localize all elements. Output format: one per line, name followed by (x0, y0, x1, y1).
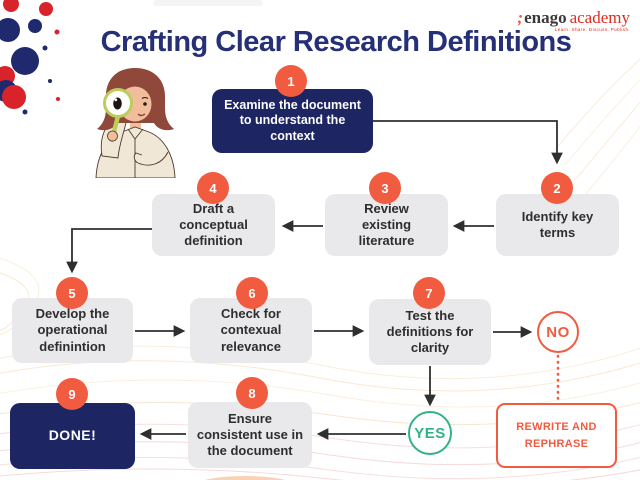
logo-tagline: Learn. Share. Discuss. Publish. (554, 27, 630, 32)
step-1-badge: 1 (275, 65, 307, 97)
decorative-dots (0, 0, 60, 115)
logo-suffix-text: academy (569, 8, 630, 27)
step-3-badge: 3 (369, 172, 401, 204)
step-3-box: Review existing literature (325, 194, 448, 256)
no-decision-node: NO (537, 311, 579, 353)
step-9-badge: 9 (56, 378, 88, 410)
page-title: Crafting Clear Research Definitions (100, 26, 572, 58)
step-1-box: Examine the document to understand the c… (212, 89, 373, 153)
step-8-badge: 8 (236, 377, 268, 409)
step-4-badge: 4 (197, 172, 229, 204)
step-5-badge: 5 (56, 277, 88, 309)
step-8-box: Ensure consistent use in the document (188, 402, 312, 468)
step-7-box: Test the definitions for clarity (369, 299, 491, 365)
step-2-badge: 2 (541, 172, 573, 204)
step-4-box: Draft a conceptual definition (152, 194, 275, 256)
top-watermark-strip (153, 0, 263, 6)
logo-brand-text: enago (524, 8, 567, 27)
step-6-badge: 6 (236, 277, 268, 309)
step-2-box: Identify key terms (496, 194, 619, 256)
yes-decision-node: YES (408, 411, 452, 455)
rewrite-rephrase-box: REWRITE AND REPHRASE (496, 403, 617, 468)
enago-mark-icon: ; (517, 8, 524, 27)
step-7-badge: 7 (413, 277, 445, 309)
woman-with-magnifier-illustration (95, 68, 176, 178)
step-9-box: DONE! (10, 403, 135, 469)
